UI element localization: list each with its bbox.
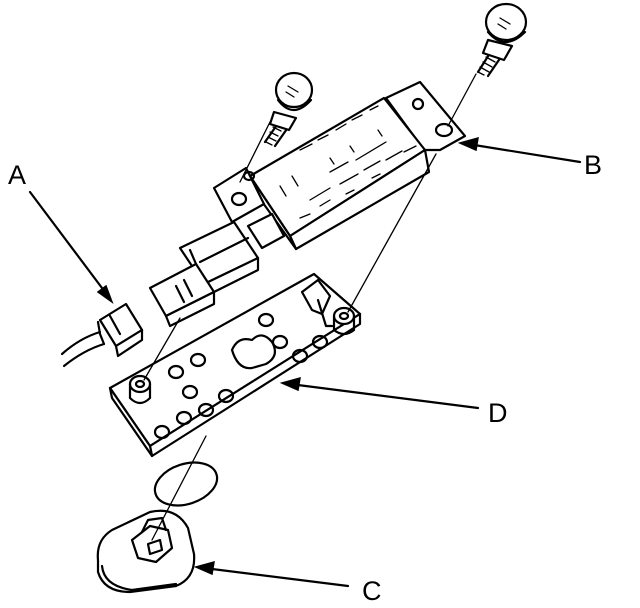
arrowhead-b: [457, 136, 479, 152]
arrowhead-a: [96, 284, 114, 305]
screw-left: [263, 71, 314, 148]
arrowhead-d: [279, 376, 301, 392]
label-d: D: [488, 398, 508, 428]
leader-b: [457, 136, 582, 164]
alignment-lines: [143, 73, 477, 541]
base-mount: [96, 509, 196, 594]
screw-right: [476, 2, 528, 78]
sensor-unit: [212, 80, 467, 251]
label-a: A: [8, 160, 26, 190]
cable-connector: [60, 302, 144, 368]
label-c: C: [362, 576, 382, 606]
gasket-ring: [153, 461, 219, 507]
leader-d: [279, 376, 480, 410]
label-b: B: [584, 150, 602, 180]
mounting-bracket: [108, 272, 362, 458]
leader-a: [28, 190, 114, 305]
connector-plug: [148, 220, 260, 328]
leader-c: [193, 560, 350, 588]
arrowhead-c: [193, 560, 215, 576]
